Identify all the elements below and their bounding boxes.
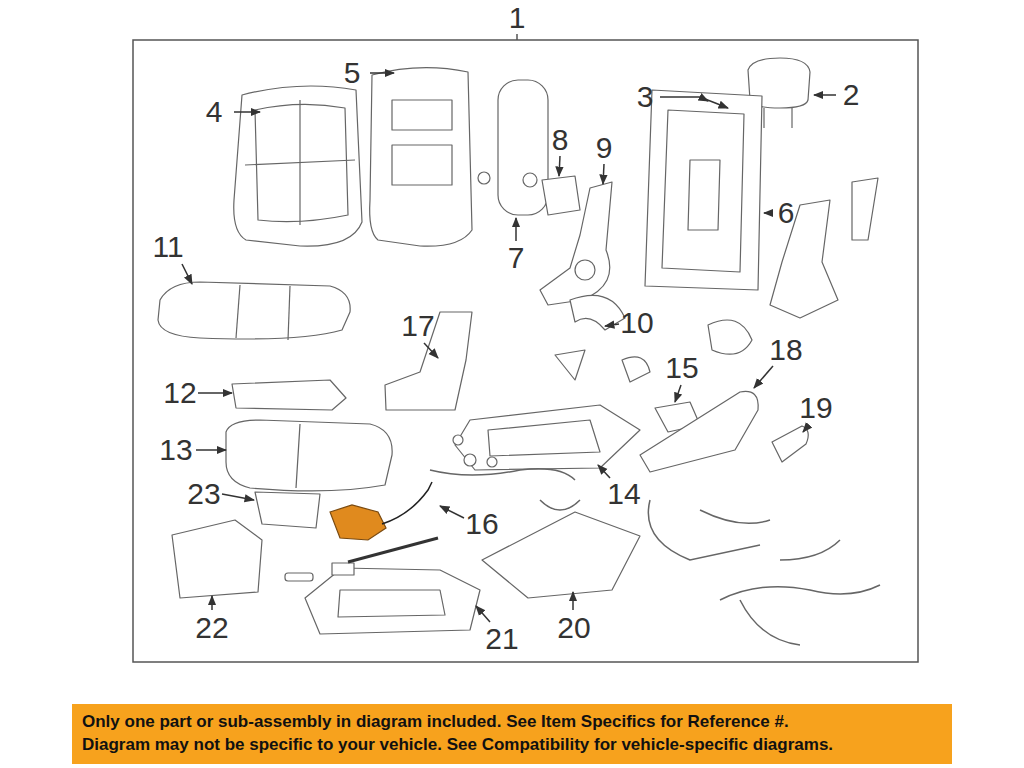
callout-number: 10 [620,308,653,338]
parts [158,58,878,634]
part-16-highlight [330,482,438,562]
notice-text: Diagram may not be specific to your vehi… [82,734,942,757]
callout-number: 7 [508,243,525,273]
callout-number: 4 [206,97,223,127]
notice-text: Only one part or sub-assembly in diagram… [82,711,942,734]
callout-number: 14 [607,479,640,509]
callout-number: 1 [509,3,526,33]
leader-arrows [182,73,836,622]
callout-number: 9 [596,133,613,163]
callout-number: 2 [843,80,860,110]
callout-number: 16 [465,509,498,539]
callout-number: 20 [557,613,590,643]
callout-number: 15 [665,353,698,383]
callout-number: 22 [195,613,228,643]
callout-number: 23 [187,479,220,509]
callout-number: 12 [163,378,196,408]
frame [133,34,918,662]
callout-number: 13 [159,435,192,465]
notice-banner: Only one part or sub-assembly in diagram… [72,704,952,764]
bracket-3 [660,97,728,108]
callout-number: 8 [552,125,569,155]
callout-number: 17 [401,311,434,341]
callout-number: 19 [799,393,832,423]
callout-number: 6 [778,198,795,228]
callout-number: 3 [637,82,654,112]
callout-number: 11 [152,232,183,262]
cables-and-harness [430,469,880,645]
callout-number: 18 [769,335,802,365]
callout-number: 5 [344,58,361,88]
callout-number: 21 [485,624,518,654]
